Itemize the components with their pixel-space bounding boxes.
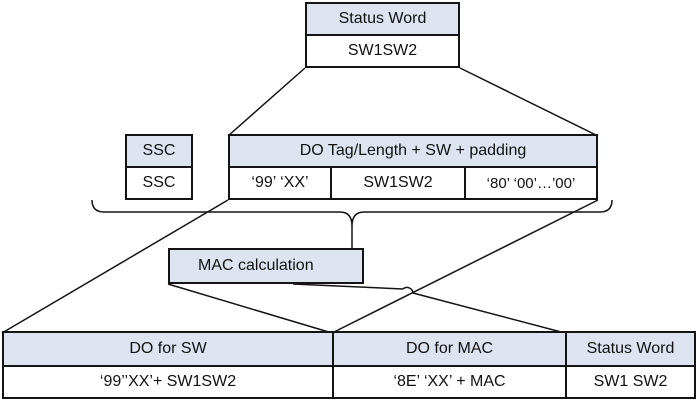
do-for-sw-value-label: ‘99’’XX’+ SW1SW2 [99,373,237,390]
ssc-header-label: SSC [142,142,176,159]
connector-sw-left [227,67,306,137]
status-word-top-header-label: Status Word [338,10,427,27]
ssc-value: SSC [125,166,193,200]
do-for-mac-header: DO for MAC [332,331,567,367]
do-tag-cell-sw: SW1SW2 [330,166,466,200]
connector-dosw-right [331,199,599,334]
do-tag-header: DO Tag/Length + SW + padding [228,134,598,168]
do-for-sw-value: ‘99’’XX’+ SW1SW2 [2,365,334,399]
connector-mac-left [167,283,333,334]
do-for-mac-value-label: ‘8E’ ‘XX’ + MAC [393,373,506,390]
grouping-brace [91,199,613,227]
do-for-mac-header-label: DO for MAC [405,340,494,357]
do-tag-cell-tag-label: ‘99’ ‘XX’ [251,174,309,191]
status-word-bottom-header-label: Status Word [586,340,675,357]
ssc-value-label: SSC [142,174,176,191]
do-tag-header-label: DO Tag/Length + SW + padding [299,142,527,159]
do-for-sw-header-label: DO for SW [129,340,207,357]
status-word-top-value-label: SW1SW2 [347,42,418,59]
mac-calculation-box: MAC calculation [168,248,364,284]
do-tag-cell-sw-label: SW1SW2 [363,174,433,191]
do-tag-cell-padding: ‘80’ ‘00’…’00’ [464,166,598,200]
ssc-header: SSC [125,134,193,168]
status-word-top-value: SW1SW2 [305,34,460,68]
do-for-sw-header: DO for SW [2,331,334,367]
status-word-bottom-header: Status Word [565,331,696,367]
status-word-bottom-value: SW1 SW2 [565,365,696,399]
do-tag-cell-tag: ‘99’ ‘XX’ [228,166,332,200]
status-word-top-header: Status Word [305,2,460,36]
connector-mac-right [292,283,566,334]
status-word-bottom-value-label: SW1 SW2 [593,373,668,390]
do-tag-cell-padding-label: ‘80’ ‘00’…’00’ [486,174,576,192]
mac-calculation-label: MAC calculation [198,257,314,274]
connector-sw-right [459,67,599,137]
do-for-mac-value: ‘8E’ ‘XX’ + MAC [332,365,567,399]
